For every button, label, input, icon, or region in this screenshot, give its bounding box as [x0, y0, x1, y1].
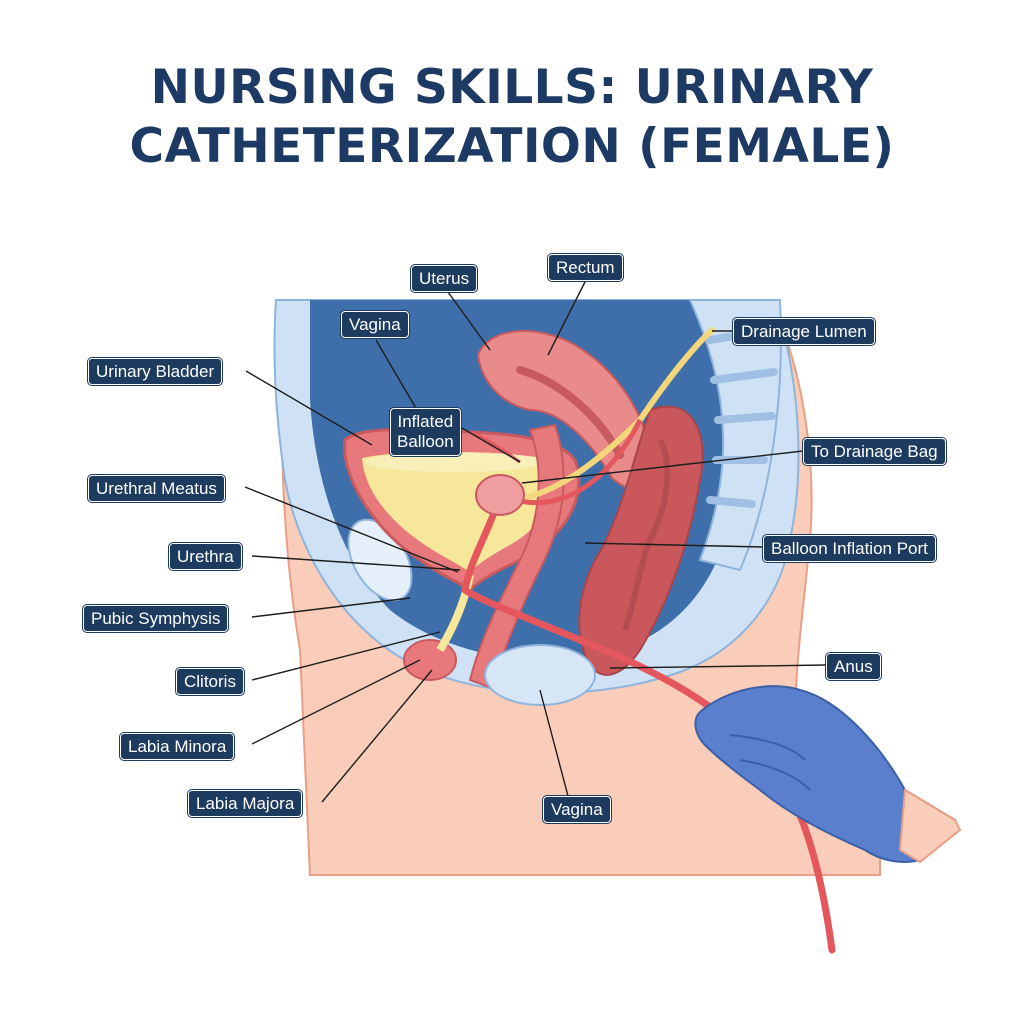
leader-rectum: [547, 279, 587, 356]
title-line-2: CATHETERIZATION (FEMALE): [129, 119, 895, 174]
leader-inflated-balloon: [461, 427, 521, 463]
leader-labia-majora: [321, 669, 433, 803]
leader-labia-minora: [251, 659, 421, 745]
inflated-balloon: [475, 474, 525, 516]
leader-clitoris: [251, 631, 441, 681]
leader-urinary-bladder: [245, 370, 373, 446]
label-rectum: Rectum: [548, 254, 623, 281]
label-to-drainage-bag: To Drainage Bag: [803, 438, 946, 465]
label-inflated-balloon-line-1: Inflated: [397, 412, 454, 431]
rectum-fold: [622, 438, 671, 631]
leader-pubic-symphysis: [251, 597, 411, 618]
leader-balloon-inflation-port: [584, 542, 764, 548]
wrist: [898, 788, 962, 864]
label-uterus: Uterus: [411, 265, 478, 292]
label-vagina-lower: Vagina: [543, 796, 611, 823]
leader-urethra: [251, 555, 461, 571]
leader-vagina-lower: [539, 689, 569, 797]
leader-uterus: [447, 291, 491, 351]
sacrum: [688, 299, 782, 572]
label-vagina-upper: Vagina: [341, 311, 409, 338]
vaginal-opening-shape: [484, 644, 596, 706]
labia-minora-shape: [403, 639, 457, 681]
leader-vagina-upper: [375, 339, 418, 411]
uterus-cavity: [516, 366, 624, 459]
leader-anus: [609, 664, 827, 669]
label-anus: Anus: [826, 653, 881, 680]
title-line-1: NURSING SKILLS: URINARY: [150, 60, 874, 115]
label-urinary-bladder: Urinary Bladder: [88, 358, 223, 385]
label-labia-minora: Labia Minora: [120, 733, 235, 760]
label-clitoris: Clitoris: [176, 668, 244, 695]
label-urethra: Urethra: [169, 543, 242, 570]
label-pubic-symphysis: Pubic Symphysis: [83, 605, 229, 632]
page-title: NURSING SKILLS: URINARY CATHETERIZATION …: [0, 58, 1024, 176]
label-urethral-meatus: Urethral Meatus: [88, 475, 225, 502]
leader-lines: [244, 279, 827, 803]
label-inflated-balloon-line-2: Balloon: [397, 432, 454, 451]
leader-to-drainage-bag: [521, 450, 804, 484]
label-inflated-balloon: Inflated Balloon: [390, 408, 461, 456]
leader-urethral-meatus: [244, 486, 459, 573]
urine-surface: [365, 452, 545, 472]
label-balloon-inflation-port: Balloon Inflation Port: [763, 535, 936, 562]
gloved-hand: [694, 685, 957, 863]
label-labia-majora: Labia Majora: [188, 790, 303, 817]
glove-finger-lines: [729, 734, 811, 791]
label-drainage-lumen: Drainage Lumen: [733, 318, 875, 345]
